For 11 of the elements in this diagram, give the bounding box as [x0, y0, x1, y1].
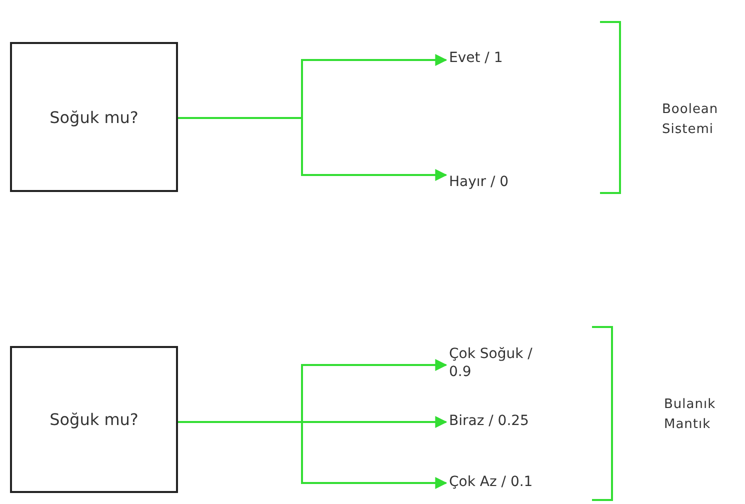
outcome-text: Biraz / 0.25	[449, 413, 569, 430]
process-box: Soğuk mu?	[10, 346, 178, 493]
group-label: Boolean Sistemi	[662, 101, 720, 138]
outcome-text: Evet / 1	[449, 50, 569, 68]
process-box: Soğuk mu?	[10, 42, 178, 192]
group-label: Bulanık Mantık	[664, 396, 717, 434]
outcome-text: Çok Az / 0.1	[449, 474, 569, 492]
outcome-text: Hayır / 0	[449, 174, 569, 192]
arrow	[178, 117, 448, 181]
arrow	[178, 421, 448, 489]
outcome-text: Çok Soğuk / 0.9	[449, 346, 549, 381]
